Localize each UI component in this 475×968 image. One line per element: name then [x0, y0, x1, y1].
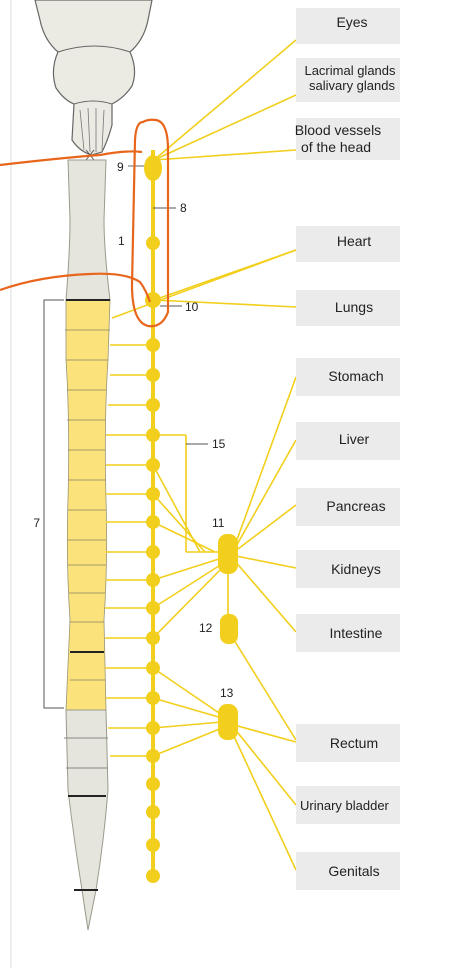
number-labels: 9 8 1 10 15 11 12 13 — [117, 160, 234, 700]
label-15: 15 — [212, 437, 226, 451]
organ-label-vessels-1: Blood vessels — [295, 122, 381, 138]
label-10: 10 — [185, 300, 199, 314]
organ-box-heart — [296, 226, 400, 262]
ganglion-11-outputs — [227, 376, 297, 741]
ganglion-13-outputs — [231, 724, 297, 871]
organ-label-liver: Liver — [339, 431, 370, 447]
label-7: 7 — [33, 516, 40, 530]
upper-nerves — [111, 39, 297, 319]
organ-label-rectum: Rectum — [330, 735, 378, 751]
label-12: 12 — [199, 621, 213, 635]
stellate-ganglion — [145, 292, 161, 308]
organ-label-intestine: Intestine — [330, 625, 383, 641]
organ-label-heart: Heart — [337, 233, 371, 249]
trunk-ganglia — [144, 155, 162, 883]
label-1: 1 — [118, 234, 125, 248]
organ-box-pancreas — [296, 488, 400, 526]
splanchnic-nerves — [152, 434, 223, 757]
label-13: 13 — [220, 686, 234, 700]
organ-label-vessels-2: of the head — [301, 139, 371, 155]
superior-cervical-ganglion — [144, 155, 162, 181]
organ-box-liver — [296, 422, 400, 460]
hand-annotation — [0, 118, 170, 328]
organ-box-rectum — [296, 724, 400, 762]
ganglion-12 — [220, 614, 238, 644]
organ-label-eyes: Eyes — [336, 14, 367, 30]
label-8: 8 — [180, 201, 187, 215]
organ-box-lacrimal — [296, 58, 400, 102]
rami-connections — [105, 344, 153, 757]
middle-cervical-ganglion — [146, 236, 160, 250]
organ-label-pancreas: Pancreas — [326, 498, 385, 514]
organ-labels: Eyes Lacrimal glands salivary glands Blo… — [295, 8, 400, 890]
ganglion-11 — [218, 534, 238, 574]
organ-box-bladder — [296, 786, 400, 824]
organ-box-eyes — [296, 8, 400, 44]
label-11: 11 — [212, 516, 225, 530]
bracket-7 — [43, 299, 64, 709]
organ-box-intestine — [296, 614, 400, 652]
organ-box-stomach — [296, 358, 400, 396]
label-9: 9 — [117, 160, 124, 174]
organ-box-kidneys — [296, 550, 400, 588]
organ-label-stomach: Stomach — [328, 368, 383, 384]
organ-label-bladder: Urinary bladder — [300, 798, 390, 813]
organ-box-vessels — [296, 118, 400, 160]
organ-label-kidneys: Kidneys — [331, 561, 381, 577]
organ-label-lacrimal-1: Lacrimal glands — [304, 63, 396, 78]
organ-label-genitals: Genitals — [328, 863, 379, 879]
organ-label-lungs: Lungs — [335, 299, 373, 315]
brainstem — [34, 0, 153, 161]
spinal-cord — [64, 159, 111, 931]
organ-box-genitals — [296, 852, 400, 890]
organ-label-lacrimal-2: salivary glands — [309, 78, 395, 93]
organ-box-lungs — [296, 290, 400, 326]
ganglion-13 — [218, 704, 238, 740]
